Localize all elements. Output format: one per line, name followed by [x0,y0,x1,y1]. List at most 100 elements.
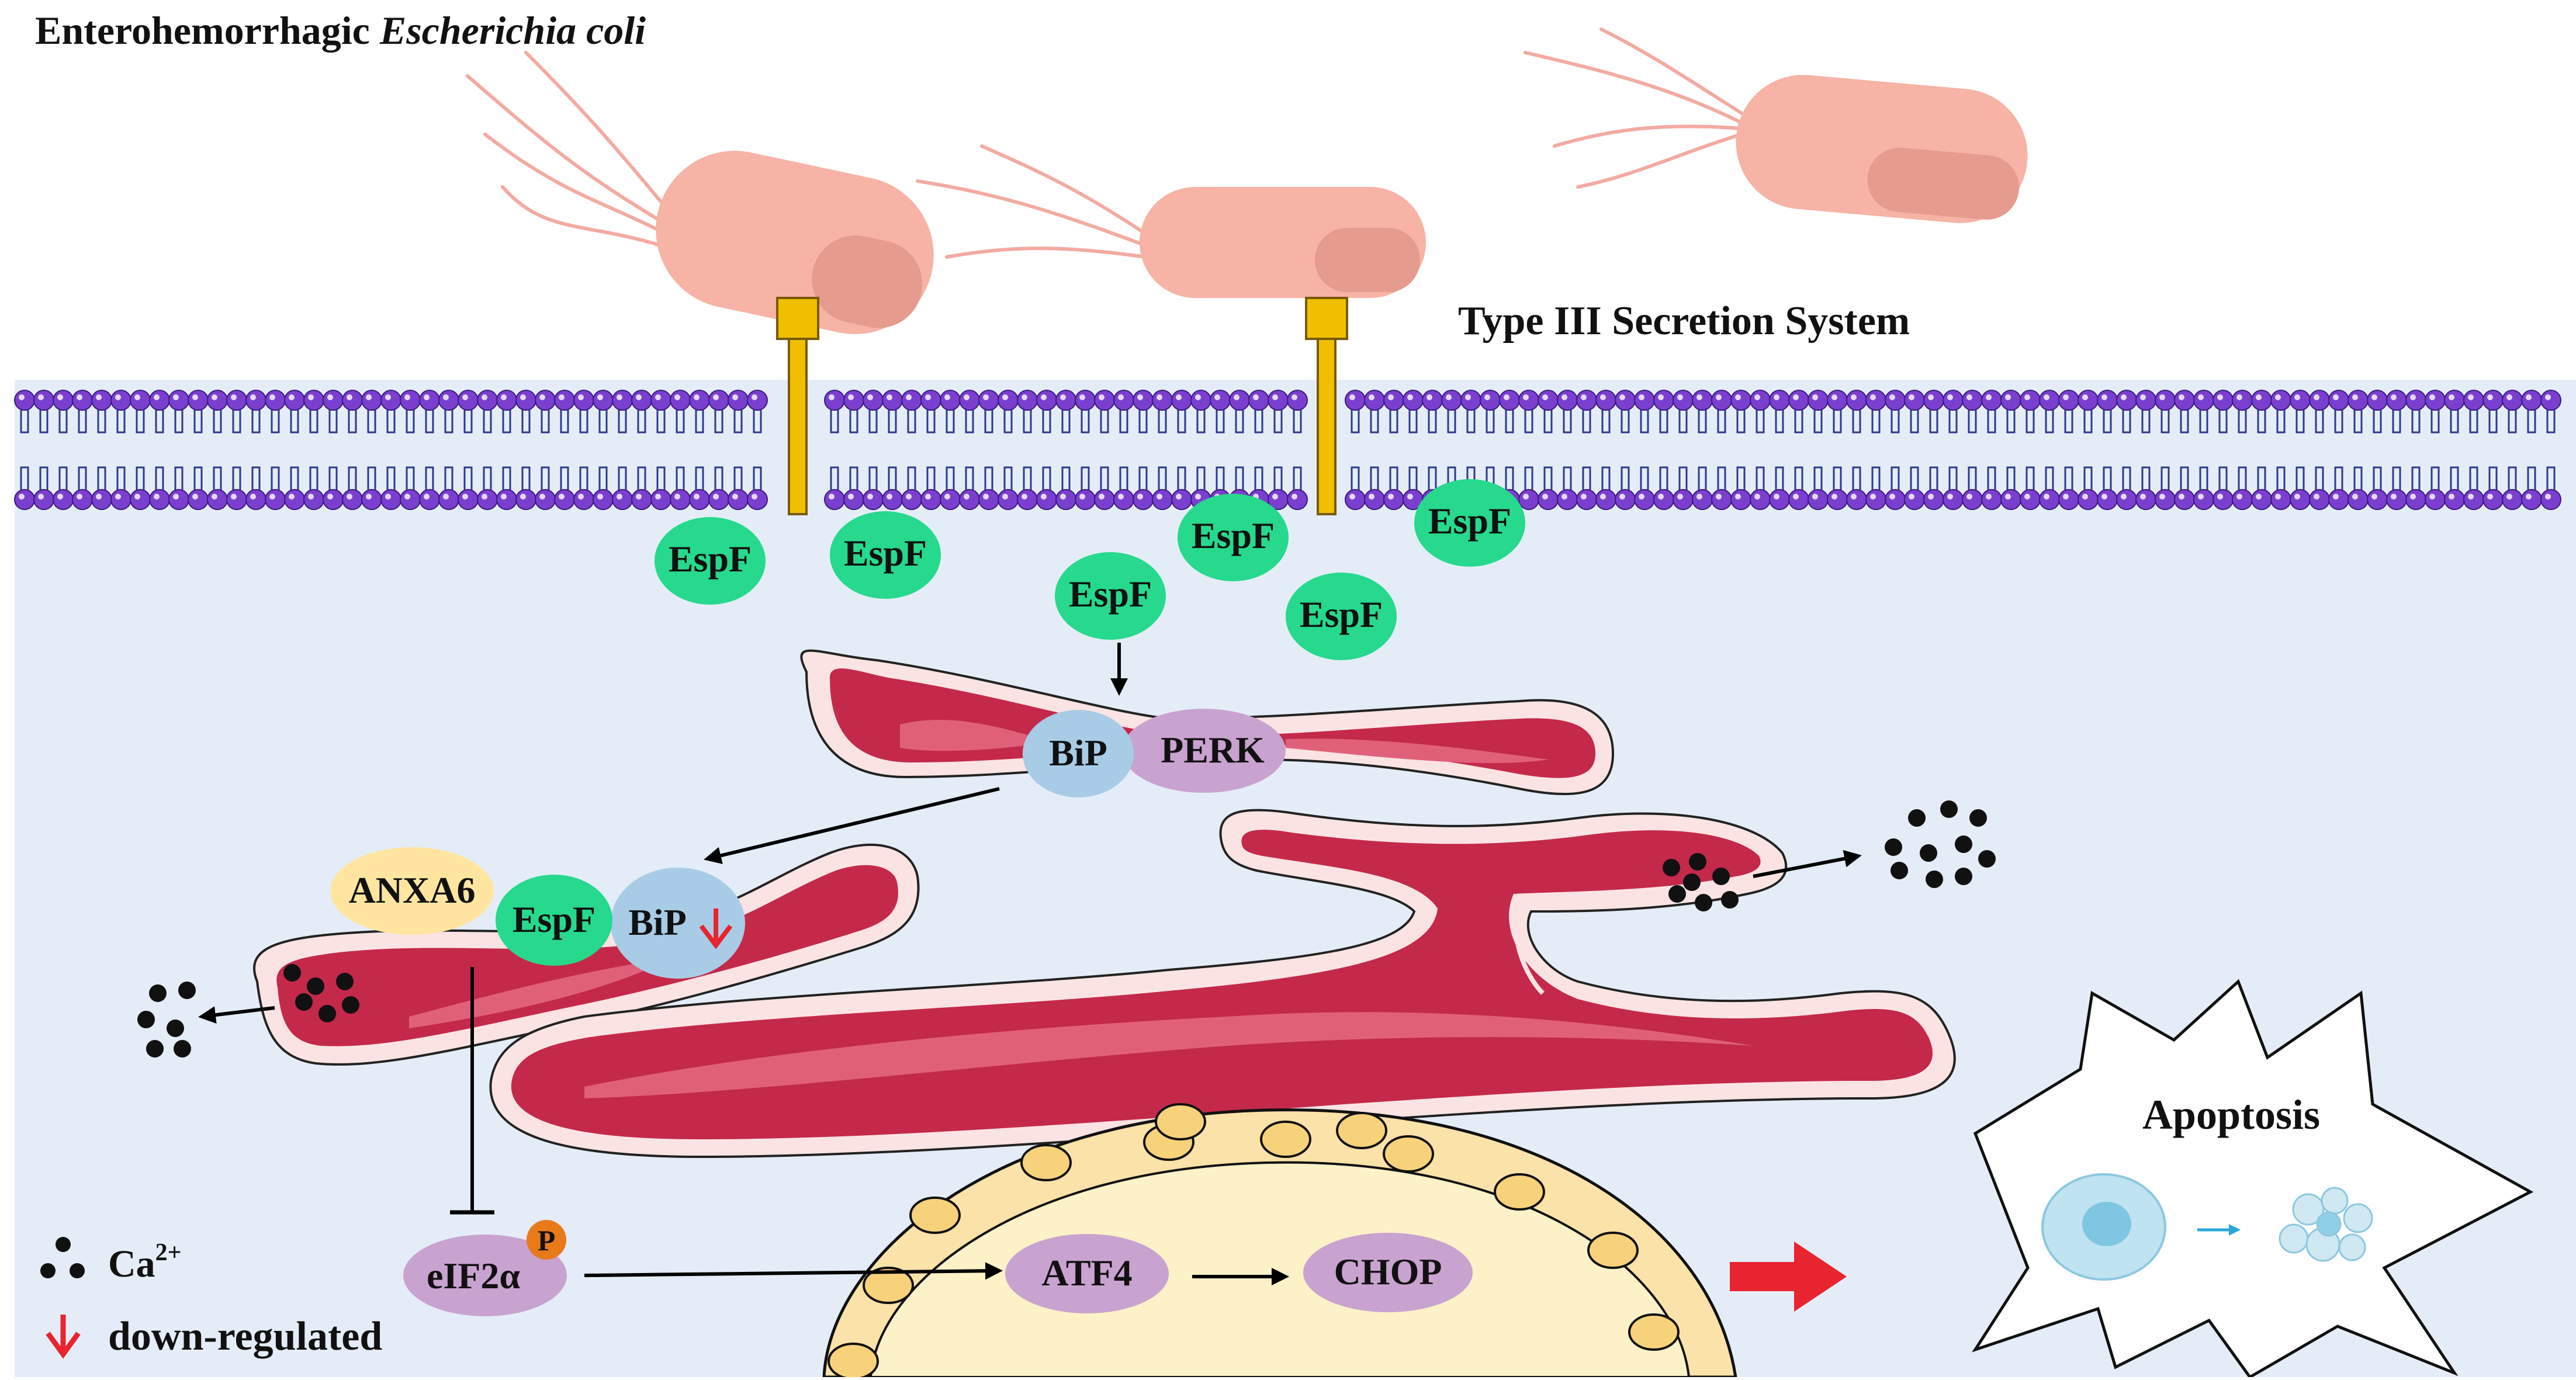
lipid-molecule [1923,390,1944,510]
lipid-molecule [2309,390,2330,510]
lipid-molecule [496,390,517,510]
calcium-ion [178,982,196,999]
lipid-molecule [1287,390,1308,510]
lipid-molecule [1171,390,1192,510]
lipid-molecule [2232,390,2253,510]
lipid-molecule [2540,390,2561,510]
svg-text:EspF: EspF [1300,594,1383,635]
lipid-molecule [2444,390,2465,510]
calcium-ion [1955,868,1972,885]
anxa6-protein: ANXA6 [330,847,494,935]
arrow-bip-to-espf-complex [704,787,1000,864]
lipid-molecule [1750,390,1771,510]
phosphate-badge: P [527,1220,566,1260]
calcium-ion [295,993,313,1011]
lipid-molecule [1518,390,1539,510]
calcium-ion [1689,853,1706,871]
calcium-ion [1891,862,1908,879]
svg-text:EspF: EspF [1192,515,1275,556]
lipid-molecule [207,390,228,510]
lipid-molecule [1345,390,1366,510]
lipid-molecule [1634,390,1655,510]
lipid-molecule [438,390,459,510]
lipid-molecule [747,390,768,510]
lipid-molecule [2058,390,2079,510]
lipid-molecule [708,390,729,510]
espf-protein: EspF [1055,552,1166,640]
lipid-molecule [1904,390,1925,510]
lipid-molecule [515,390,536,510]
lipid-molecule [1113,390,1134,510]
arrow-ca-release-right [1753,850,1862,878]
espf-protein: EspF [830,511,941,599]
lipid-molecule [1808,390,1829,510]
t3ss-label: Type III Secretion System [1458,299,1910,344]
calcium-ion [342,996,359,1014]
calcium-ion [1940,800,1958,818]
red-progression-arrow [1730,1242,1847,1312]
lipid-molecule [1865,390,1886,510]
nuclear-pore [1628,1313,1680,1351]
t3ss-needle-1 [776,297,819,515]
atf4-protein: ATF4 [1005,1234,1169,1313]
apoptosis-label: Apoptosis [2142,1091,2320,1138]
lipid-molecule [670,390,691,510]
cell-membrane [14,390,2561,510]
lipid-molecule [2405,390,2426,510]
calcium-ion [1969,809,1987,827]
lipid-molecule [2097,390,2118,510]
lipid-molecule [882,390,903,510]
nuclear-pores [827,1103,1680,1380]
down-arrow-icon [699,909,733,949]
bacterium-3 [1524,27,2028,223]
lipid-molecule [863,390,884,510]
calcium-ion [1920,844,1937,862]
nuclear-pore [827,1343,879,1380]
figure-title: Enterohemorrhagic Escherichia coli [35,8,646,53]
nuclear-pore [1155,1103,1206,1140]
lipid-molecule [2270,390,2291,510]
lipid-molecule [2039,390,2060,510]
nuclear-pore [863,1267,914,1304]
lipid-molecule [226,390,247,510]
lipid-molecule [1364,390,1385,510]
down-regulated-label: down-regulated [108,1314,382,1359]
lipid-molecule [72,390,93,510]
lipid-molecule [1692,390,1713,510]
nuclear-pore [1383,1135,1434,1173]
espf-protein: EspF [1414,479,1525,567]
er-large-cisterna [489,809,1956,1159]
lipid-molecule [303,390,324,510]
nuclear-pore [909,1197,961,1234]
lipid-molecule [1268,390,1289,510]
svg-text:PERK: PERK [1161,729,1265,771]
calcium-ion [1695,894,1712,911]
arrow-ca-release-left [198,1006,275,1024]
lipid-molecule [2251,390,2272,510]
svg-text:EspF: EspF [844,532,927,574]
lipid-molecule [168,390,189,510]
lipid-molecule [2328,390,2349,510]
svg-text:P: P [538,1224,556,1257]
lipid-molecule [2521,390,2542,510]
nuclear-pore [1336,1112,1387,1149]
lipid-molecule [920,390,941,510]
svg-text:CHOP: CHOP [1334,1251,1442,1292]
lipid-molecule [1788,390,1809,510]
bacterium-2 [916,144,1426,298]
perk-protein: PERK [1122,709,1286,793]
apoptosis-burst [1972,979,2534,1379]
lipid-molecule [1981,390,2002,510]
lipid-molecule [91,390,112,510]
lipid-molecule [14,390,35,510]
svg-text:EspF: EspF [513,899,595,940]
lipid-molecule [188,390,209,510]
calcium-ion [149,984,167,1002]
lipid-molecule [1152,390,1173,510]
lipid-molecule [843,390,864,510]
lipid-molecule [998,390,1019,510]
lipid-molecule [1133,390,1154,510]
calcium-ion [174,1040,191,1057]
lipid-molecule [573,390,594,510]
